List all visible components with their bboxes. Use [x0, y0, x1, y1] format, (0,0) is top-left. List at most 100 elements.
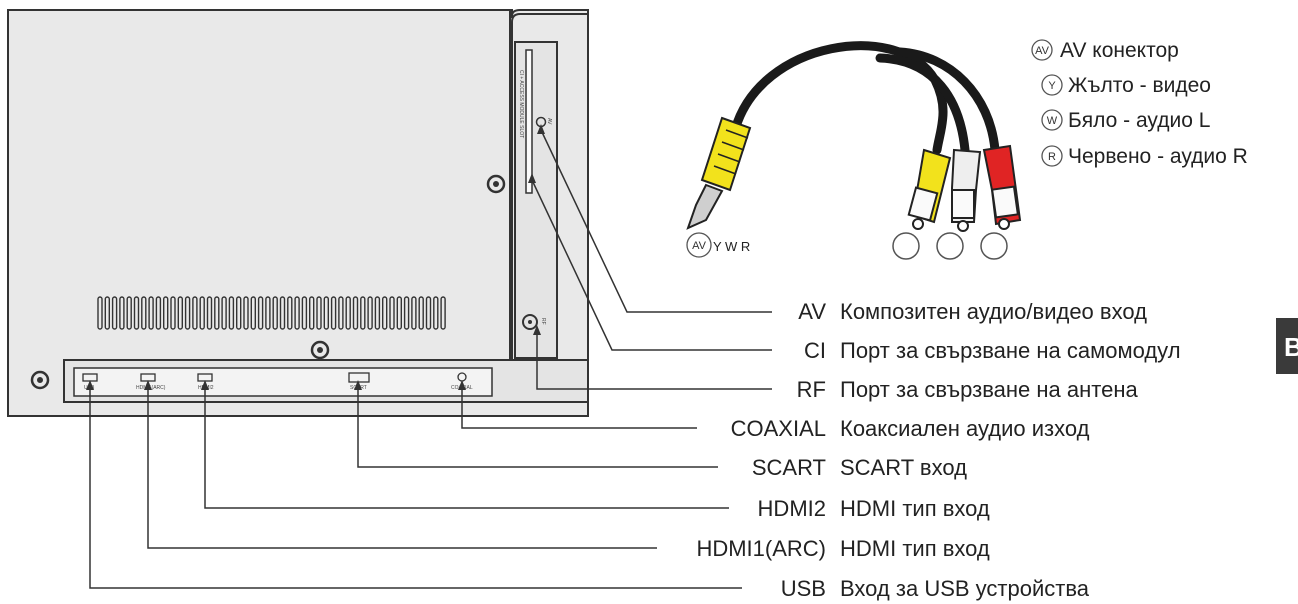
vent-slot — [199, 296, 205, 330]
vent-slot — [418, 296, 424, 330]
port-code-ci: CI — [804, 338, 826, 363]
rca-plug-red — [982, 144, 1022, 230]
legend-code-y: Y — [1048, 80, 1056, 92]
vent-slot — [360, 296, 366, 330]
svg-text:CI + ACCESS MODULE SLOT: CI + ACCESS MODULE SLOT — [518, 70, 524, 138]
vent-slot — [338, 296, 344, 330]
vent-slot — [316, 296, 322, 330]
vent-slot — [104, 296, 111, 330]
legend-text-w: Бяло - аудио L — [1068, 109, 1210, 132]
port-code-hdmi1: HDMI1(ARC) — [696, 536, 826, 561]
vent-slot — [97, 296, 103, 330]
vent-slot — [235, 296, 242, 330]
legend: AV AV конектор Y Жълто - видео W Бяло - … — [1031, 39, 1248, 168]
vent-slot — [214, 296, 220, 330]
port-desc-hdmi1: HDMI тип вход — [840, 536, 990, 561]
av-cable-illustration: AV Y W R — [686, 41, 1022, 260]
port-code-usb: USB — [781, 576, 826, 601]
vent-slot — [403, 296, 410, 330]
ci-slot — [525, 49, 533, 194]
vent-slot — [272, 296, 278, 330]
page-tab-letter: B — [1284, 332, 1298, 362]
rf-jack — [522, 314, 538, 330]
legend-code-av: AV — [1035, 45, 1050, 57]
legend-text-r: Червено - аудио R — [1068, 145, 1248, 168]
screw-icon — [310, 340, 330, 360]
vent-slot — [133, 296, 140, 330]
vent-slot — [126, 296, 132, 330]
vent-slot — [221, 296, 227, 330]
rca-plug-yellow — [907, 148, 952, 230]
vent-slot — [250, 296, 257, 330]
vent-slot — [345, 296, 351, 330]
port-code-coaxial: COAXIAL — [731, 416, 826, 441]
plug-label-av: AV — [692, 240, 707, 252]
ventilation-slots — [97, 296, 446, 330]
port-code-av: AV — [798, 299, 826, 324]
port-desc-ci: Порт за свързване на самомодул — [840, 338, 1181, 363]
vent-slot — [367, 296, 373, 330]
vent-slot — [433, 296, 439, 330]
screw-icon — [30, 370, 50, 390]
port-desc-av: Композитен аудио/видео вход — [840, 299, 1147, 324]
vent-slot — [119, 296, 125, 330]
vent-slot — [177, 296, 184, 330]
leader-lines — [89, 129, 772, 589]
scart-port — [348, 372, 370, 383]
vent-slot — [141, 296, 147, 330]
vent-slot — [184, 296, 191, 330]
vent-slot — [294, 296, 300, 330]
vent-slot — [323, 296, 329, 330]
legend-code-w: W — [1047, 115, 1058, 127]
vent-slot — [382, 296, 388, 330]
vent-slot — [374, 296, 381, 330]
vent-slot — [301, 296, 308, 330]
svg-text:AV: AV — [546, 118, 552, 125]
port-desc-rf: Порт за свързване на антена — [840, 377, 1138, 402]
vent-slot — [309, 296, 315, 330]
vent-slot — [411, 296, 417, 330]
port-labels: AV Композитен аудио/видео вход CI Порт з… — [696, 299, 1180, 601]
plug-label-rest: Y W R — [713, 239, 750, 254]
vent-slot — [228, 296, 235, 330]
vent-slot — [389, 296, 395, 330]
vent-slot — [170, 296, 176, 330]
port-code-scart: SCART — [752, 455, 826, 480]
screw-icon — [486, 174, 506, 194]
vent-slot — [257, 296, 264, 330]
port-code-hdmi2: HDMI2 — [758, 496, 826, 521]
marker-circle-r — [980, 232, 1008, 260]
marker-circle-w — [936, 232, 964, 260]
legend-text-y: Жълто - видео — [1068, 74, 1211, 97]
vent-slot — [206, 296, 213, 330]
port-desc-coaxial: Коаксиален аудио изход — [840, 416, 1090, 441]
vent-slot — [287, 296, 293, 330]
port-desc-scart: SCART вход — [840, 455, 967, 480]
svg-text:RF: RF — [540, 318, 546, 325]
vent-slot — [396, 296, 402, 330]
vent-slot — [265, 296, 271, 330]
port-desc-usb: Вход за USB устройства — [840, 576, 1090, 601]
vent-slot — [243, 296, 249, 330]
vent-slot — [162, 296, 169, 330]
vent-slot — [155, 296, 162, 330]
page-tab: B — [1276, 318, 1298, 374]
arrow-icon — [86, 124, 545, 390]
vent-slot — [279, 296, 286, 330]
vent-slot — [425, 296, 432, 330]
legend-code-r: R — [1048, 151, 1056, 163]
marker-circle-y — [892, 232, 920, 260]
av-jack-plug — [686, 116, 752, 230]
side-connector-panel — [514, 41, 558, 359]
rca-plug-white — [951, 148, 982, 232]
port-desc-hdmi2: HDMI тип вход — [840, 496, 990, 521]
vent-slot — [111, 296, 118, 330]
vent-slot — [192, 296, 198, 330]
legend-text-av: AV конектор — [1060, 39, 1179, 62]
vent-slot — [148, 296, 154, 330]
vent-slot — [440, 296, 446, 330]
vent-slot — [352, 296, 359, 330]
port-code-rf: RF — [797, 377, 826, 402]
tv-back-panel: CI + ACCESS MODULE SLOT AV RF USB HDMI1(… — [7, 9, 589, 417]
